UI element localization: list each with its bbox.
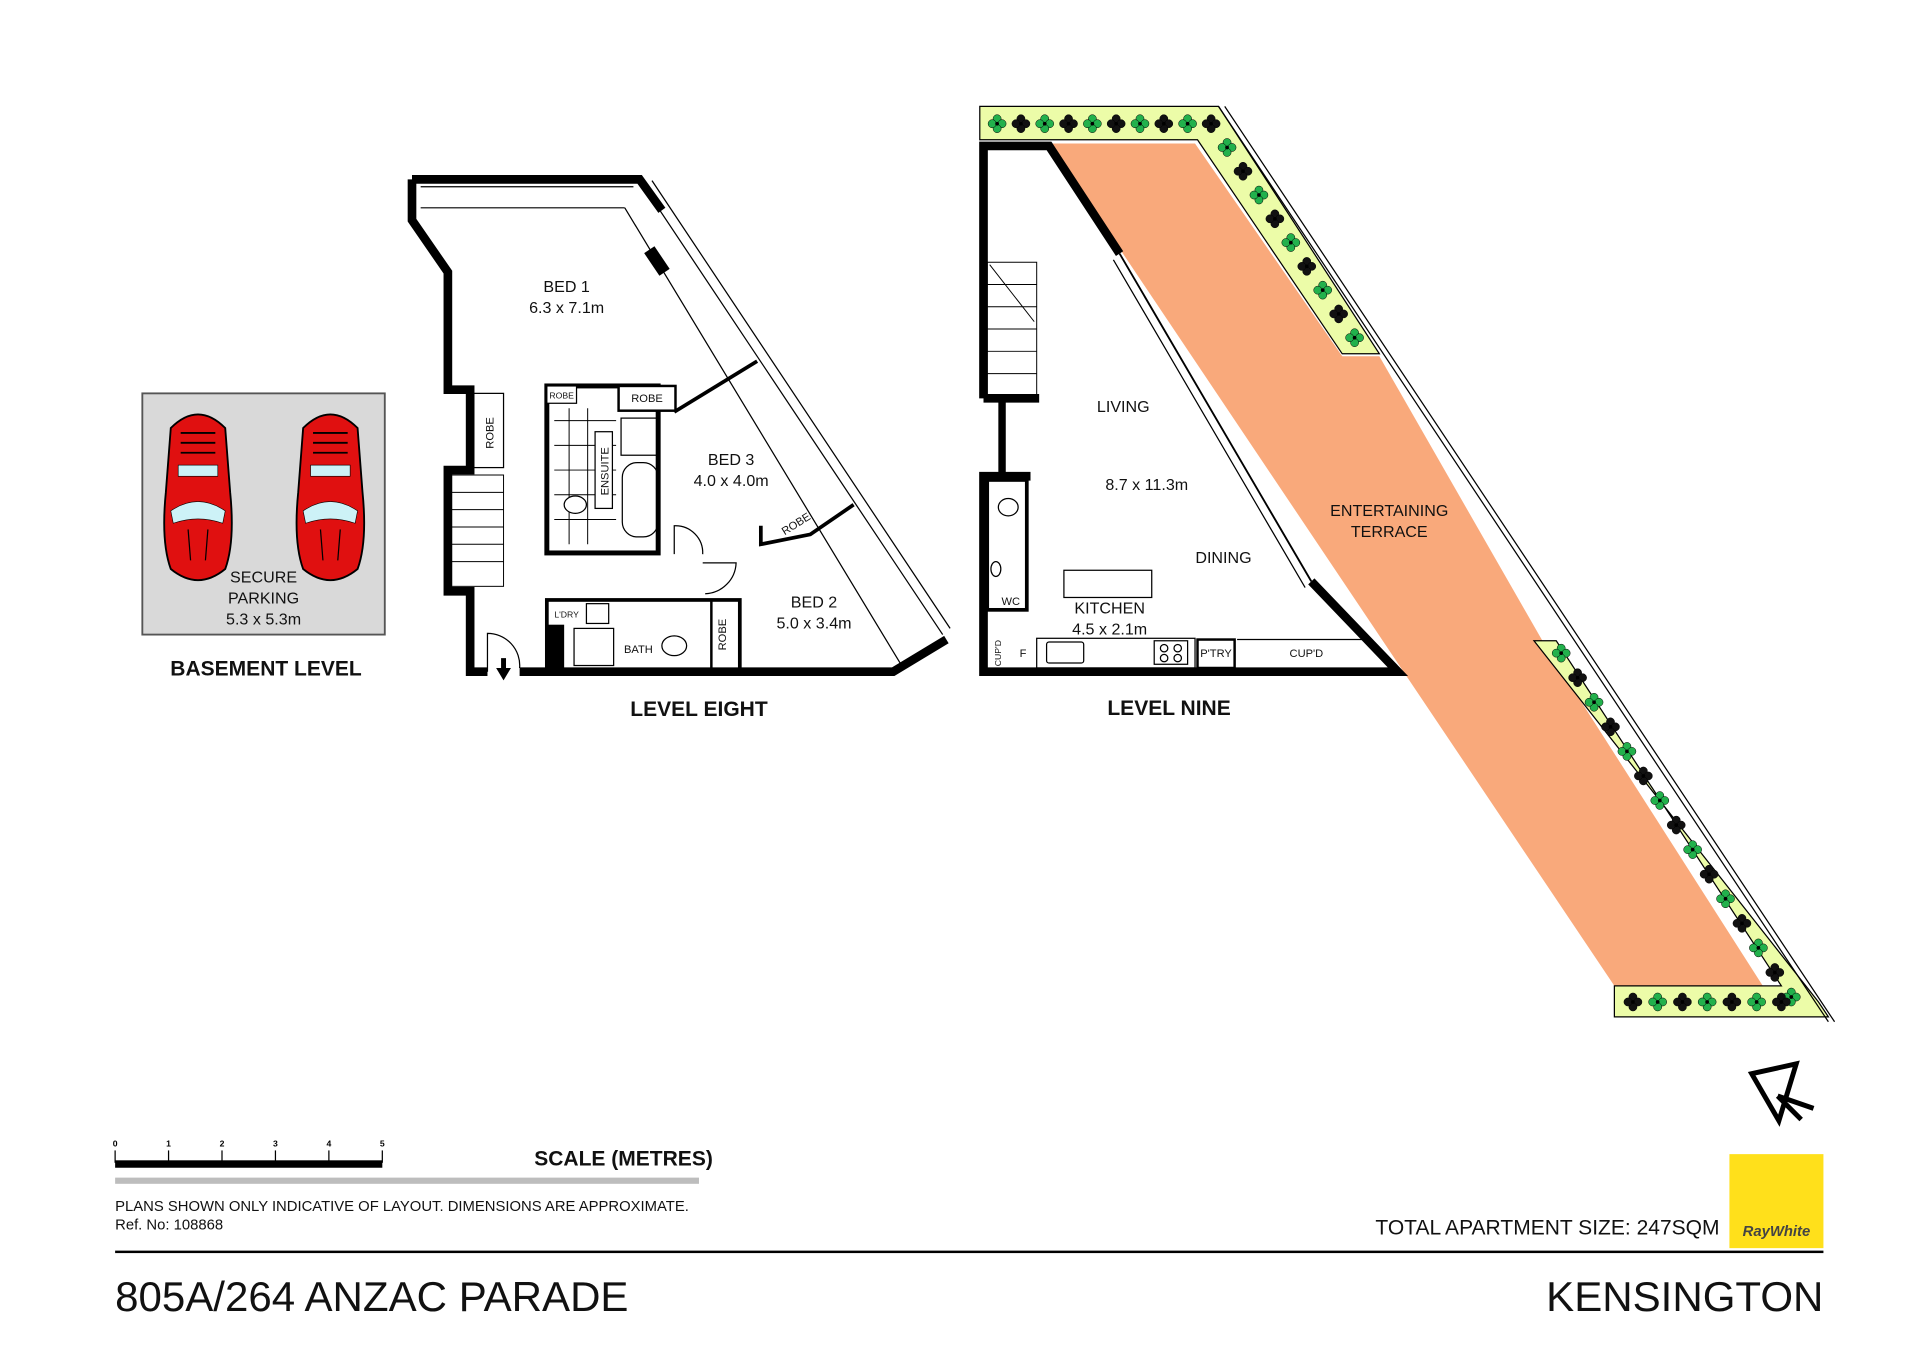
bed1-label: BED 1 — [543, 278, 590, 296]
plant-icon — [1265, 209, 1285, 229]
plant-icon — [1154, 114, 1174, 133]
robe-label: ROBE — [717, 619, 729, 651]
plant-icon — [1249, 185, 1269, 205]
plant-icon — [987, 114, 1007, 133]
plant-icon — [1617, 742, 1637, 761]
plant-icon — [1650, 791, 1670, 810]
entertaining-terrace — [1049, 143, 1763, 986]
plant-icon — [1297, 257, 1317, 276]
basement-level: SECURE PARKING 5.3 x 5.3m BASEMENT LEVEL — [141, 392, 386, 680]
scale-tick-label: 0 — [113, 1139, 118, 1149]
bath-label: BATH — [624, 644, 653, 656]
plant-icon — [1083, 114, 1102, 133]
level-eight-plan: ENSUITE ROBE ROBE ROBE ROBE L'DRY BATH R… — [407, 175, 951, 721]
svg-text:RayWhite: RayWhite — [1743, 1224, 1811, 1240]
north-arrow-icon — [1747, 1060, 1815, 1127]
fridge-label: F — [1020, 648, 1027, 660]
plant-icon — [1683, 840, 1702, 859]
disclaimer: PLANS SHOWN ONLY INDICATIVE OF LAYOUT. D… — [115, 1199, 689, 1215]
scale-tick-label: 4 — [326, 1139, 331, 1149]
plant-icon — [1551, 643, 1571, 663]
basement-title: BASEMENT LEVEL — [170, 657, 362, 680]
bed3-label: BED 3 — [708, 451, 755, 469]
level-nine-plan: WC CUP'D F P'TRY CUP'D LIVING 8.7 x 11.3… — [979, 105, 1836, 1023]
scale-bar: 0 1 2 3 4 5 SCALE (METRES) — [113, 1139, 713, 1184]
plant-icon — [1059, 114, 1078, 133]
plant-icon — [1648, 992, 1667, 1012]
plant-icon — [1765, 963, 1785, 982]
scale-tick-label: 3 — [273, 1139, 278, 1149]
plant-icon — [1106, 114, 1126, 133]
plant-icon — [1130, 114, 1150, 133]
plant-icon — [1749, 938, 1768, 958]
kitchen-label: KITCHEN — [1074, 600, 1145, 618]
level-nine-title: LEVEL NINE — [1107, 697, 1230, 720]
plant-icon — [1722, 992, 1742, 1012]
scale-tick-label: 1 — [166, 1139, 171, 1149]
robe-label: ROBE — [631, 393, 663, 405]
plant-icon — [1035, 114, 1055, 133]
cupboard-label: CUP'D — [1290, 648, 1324, 660]
dining-label: DINING — [1195, 549, 1251, 567]
kitchen-size: 4.5 x 2.1m — [1072, 621, 1147, 639]
plant-icon — [1233, 161, 1253, 181]
plant-icon — [1011, 114, 1031, 133]
kitchen-island — [1063, 569, 1153, 599]
plant-icon — [1666, 815, 1686, 835]
car-icon — [163, 413, 233, 581]
plant-icon — [1732, 914, 1752, 933]
plant-icon — [1623, 992, 1643, 1012]
reference-number: Ref. No: 108868 — [115, 1218, 223, 1234]
bed2-label: BED 2 — [791, 593, 838, 611]
scale-title: SCALE (METRES) — [534, 1147, 713, 1170]
raywhite-logo: RayWhite — [1729, 1154, 1824, 1249]
car-icon — [295, 413, 366, 581]
plant-icon — [1201, 114, 1221, 133]
address: 805A/264 ANZAC PARADE — [115, 1273, 628, 1320]
robe-label: ROBE — [485, 417, 497, 449]
parking-label: SECURE — [230, 569, 297, 587]
living-size: 8.7 x 11.3m — [1105, 476, 1188, 494]
wc-label: WC — [1001, 596, 1020, 608]
plant-icon — [1699, 864, 1719, 884]
suburb: KENSINGTON — [1546, 1273, 1823, 1320]
plant-icon — [1697, 992, 1717, 1012]
bed3-size: 4.0 x 4.0m — [694, 472, 769, 490]
total-size: TOTAL APARTMENT SIZE: 247SQM — [1375, 1217, 1719, 1240]
plant-icon — [1673, 992, 1692, 1012]
parking-label: PARKING — [228, 590, 299, 608]
terrace-label: TERRACE — [1351, 523, 1428, 541]
plant-icon — [1217, 138, 1237, 157]
plant-icon — [1178, 114, 1197, 133]
plant-icon — [1584, 692, 1604, 712]
plant-icon — [1568, 668, 1587, 687]
plant-icon — [1281, 233, 1301, 252]
level-eight-title: LEVEL EIGHT — [630, 698, 768, 721]
plant-icon — [1716, 889, 1735, 909]
entry-arrow-icon — [496, 658, 511, 681]
pantry-label: P'TRY — [1200, 648, 1232, 660]
laundry-label: L'DRY — [554, 609, 579, 619]
parking-size: 5.3 x 5.3m — [226, 611, 301, 629]
plant-icon — [1329, 304, 1348, 324]
bed1-size: 6.3 x 7.1m — [529, 299, 604, 317]
plant-icon — [1747, 992, 1766, 1012]
living-label: LIVING — [1097, 398, 1150, 416]
cupboard-label: CUP'D — [993, 640, 1003, 666]
plant-icon — [1772, 992, 1791, 1012]
terrace-label: ENTERTAINING — [1330, 502, 1448, 520]
plant-icon — [1601, 717, 1620, 737]
plant-icon — [1345, 328, 1364, 347]
scale-tick-label: 5 — [380, 1139, 385, 1149]
robe-label: ROBE — [549, 390, 574, 400]
plant-icon — [1634, 766, 1653, 786]
bed2-size: 5.0 x 3.4m — [776, 614, 851, 632]
ensuite-label: ENSUITE — [600, 447, 612, 495]
plant-icon — [1313, 280, 1332, 300]
scale-tick-label: 2 — [220, 1139, 225, 1149]
